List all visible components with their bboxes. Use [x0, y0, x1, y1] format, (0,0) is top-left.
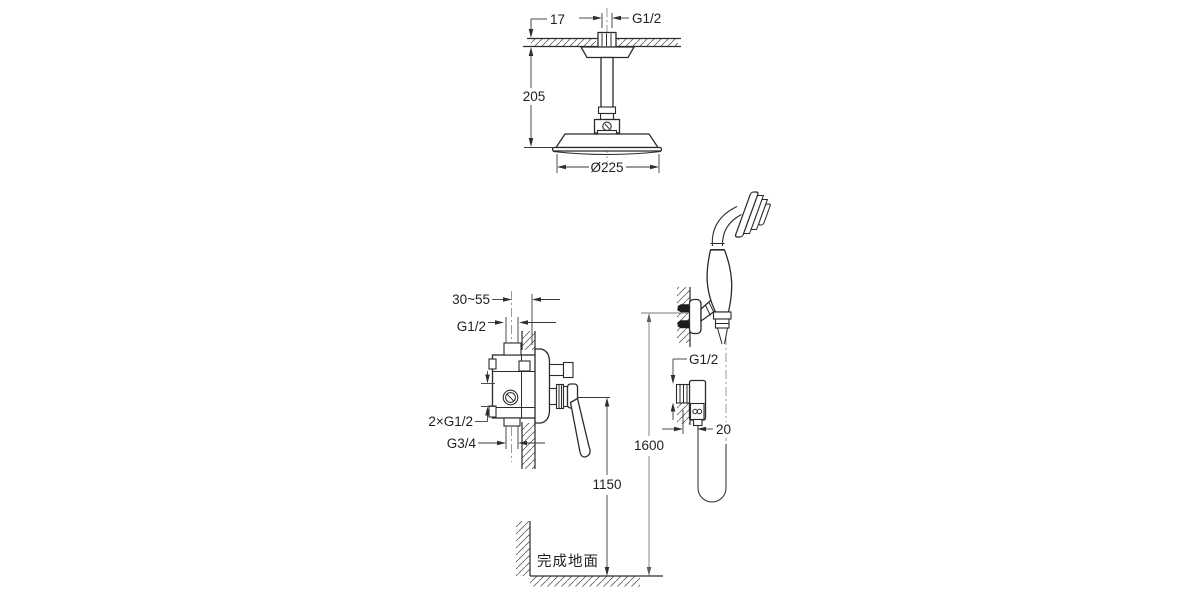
valve-top-port — [503, 342, 522, 356]
ceiling-flange — [579, 46, 636, 59]
hand-shower-head — [734, 191, 771, 238]
dim-head-diameter-label: Ø225 — [590, 160, 623, 175]
dim-ceiling-offset-label: 17 — [550, 12, 565, 27]
bracket-pin — [677, 304, 691, 313]
wall-hatch — [522, 423, 535, 469]
valve-body — [491, 354, 541, 419]
valve-lever — [569, 397, 591, 458]
wall-hatch — [677, 401, 690, 424]
dim-outlet-thread-label: G1/2 — [689, 352, 718, 367]
ceiling-shower-drawing: 17 G1/2 205 Ø225 — [519, 8, 681, 175]
dim-top-thread-label: G1/2 — [632, 11, 661, 26]
dim-install-depth-label: 30~55 — [452, 292, 490, 307]
dim-valve-height-label: 1150 — [592, 477, 621, 492]
dim-outlet-offset-label: 20 — [716, 422, 731, 437]
ceiling-hatch — [618, 39, 678, 46]
valve-escutcheon — [534, 348, 551, 424]
wall-hatch — [522, 331, 535, 350]
height-dimensions: 1600 1150 — [588, 312, 688, 576]
floor-finish-label: 完成地面 — [537, 553, 599, 570]
hand-shower-neck — [711, 206, 738, 247]
floor-wall-drawing: 完成地面 — [516, 521, 663, 587]
dim-hand-shower-height-label: 1600 — [634, 438, 664, 453]
shower-head — [554, 133, 660, 149]
shower-arm-pipe — [600, 56, 614, 109]
bracket-wall-plate — [688, 298, 702, 335]
floor-hatch — [530, 576, 640, 587]
mixer-valve-drawing: 30~55 G1/2 2×G1/2 G3/4 — [428, 291, 610, 469]
bracket-pin — [677, 320, 691, 329]
wall-hatch — [677, 287, 690, 343]
dim-inlet-threads-label: 2×G1/2 — [428, 414, 473, 429]
dim-valve-top-thread-label: G1/2 — [457, 319, 486, 334]
valve-bottom-port — [503, 417, 521, 427]
dim-drop-length-label: 205 — [523, 89, 546, 104]
hand-shower-drawing: G1/2 20 — [662, 191, 771, 503]
dim-bottom-thread-label: G3/4 — [447, 436, 477, 451]
shower-hose — [697, 424, 727, 503]
ceiling-hatch — [531, 39, 596, 46]
wall-hatch — [516, 521, 530, 576]
